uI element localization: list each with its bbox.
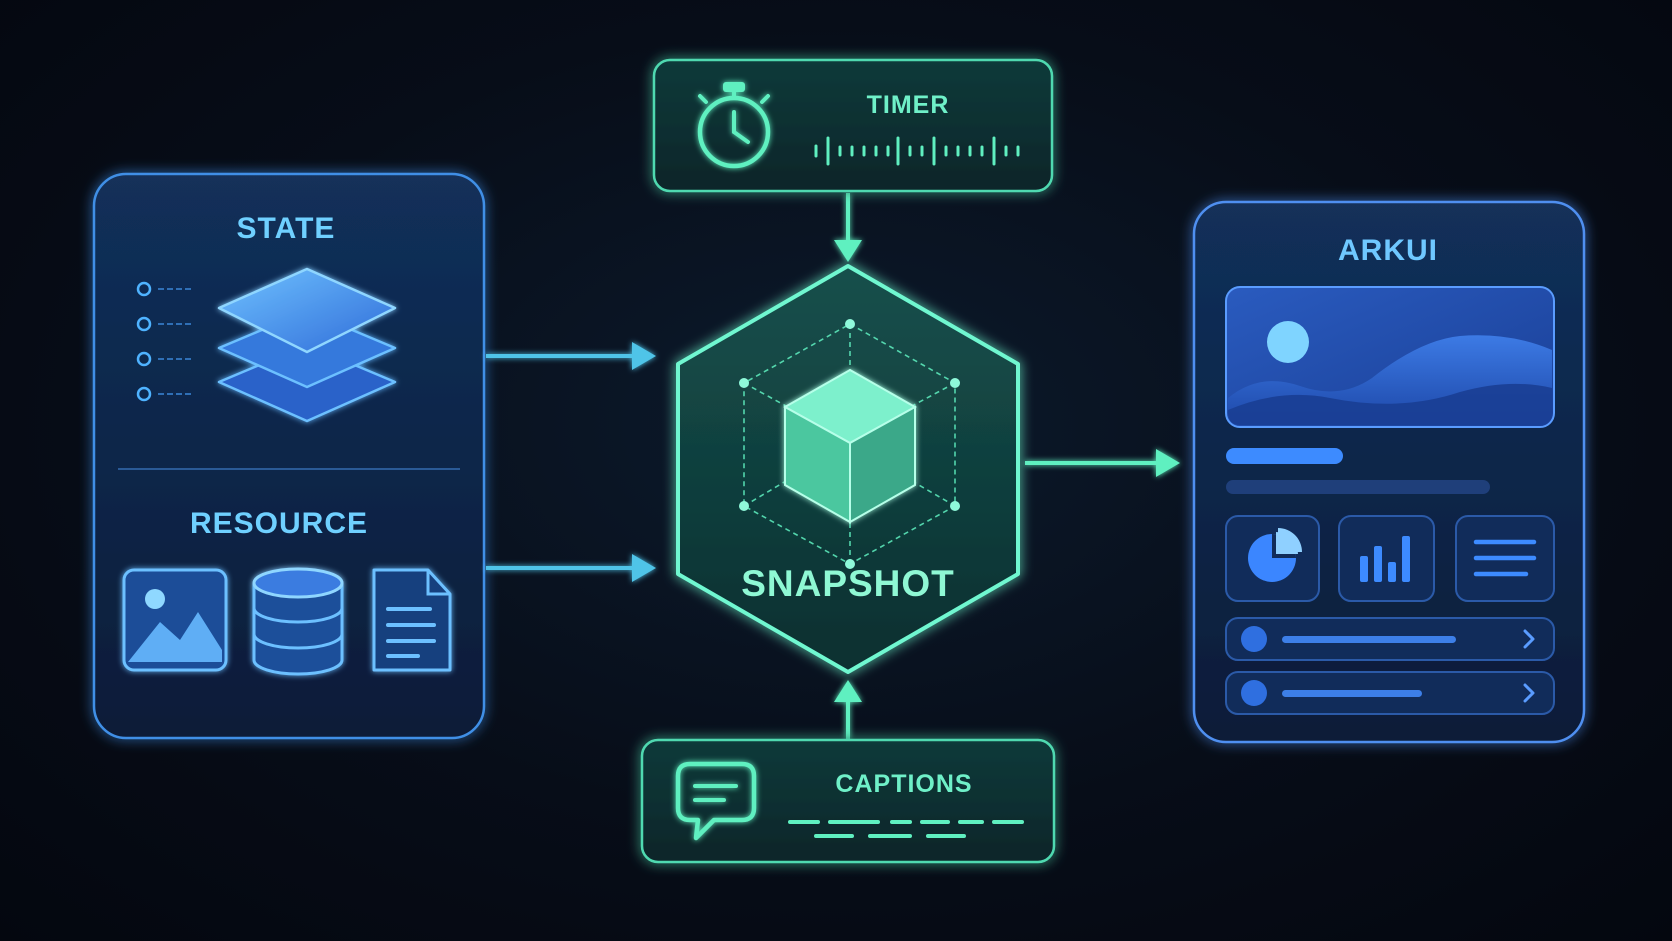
cube-icon [739,319,960,569]
list-row[interactable] [1225,671,1555,715]
state-resource-panel: STATE RESOURCE [92,172,486,740]
timer-waveform [814,136,1020,166]
timer-box: TIMER [652,58,1054,193]
text-placeholder-bar [1226,448,1343,464]
arrow-resource-to-snapshot [486,554,656,582]
text-lines-icon [1473,539,1537,577]
state-list [136,281,194,402]
text-placeholder-bar [1226,480,1490,494]
snapshot-title: SNAPSHOT [741,563,955,604]
pie-chart-icon [1248,528,1302,582]
speech-bubble-icon [675,761,757,841]
bar-chart-icon [1360,536,1410,582]
arkui-panel: ARKUI [1192,200,1586,744]
state-list-item [136,351,194,367]
state-list-item [136,386,194,402]
arrow-snapshot-to-arkui [1025,449,1180,477]
state-list-item [136,281,194,297]
arrow-state-to-snapshot [486,342,656,370]
stopwatch-icon [697,82,771,169]
hero-image [1225,286,1555,428]
image-icon [122,568,228,672]
chevron-right-icon [1523,629,1535,649]
text-list-tile[interactable] [1455,515,1555,602]
layers-icon [217,267,397,423]
snapshot-node: SNAPSHOT [676,264,1020,674]
arkui-title: ARKUI [1338,234,1438,267]
captions-box: CAPTIONS [640,738,1056,864]
state-list-item [136,316,194,332]
document-icon [372,568,452,672]
chevron-right-icon [1523,683,1535,703]
captions-title: CAPTIONS [835,770,972,798]
pie-chart-tile[interactable] [1225,515,1320,602]
arrow-timer-to-snapshot [834,193,862,262]
caption-lines [788,820,1024,838]
database-icon [252,567,344,676]
resource-title: RESOURCE [190,507,368,540]
list-row[interactable] [1225,617,1555,661]
state-title: STATE [237,212,336,245]
arrow-captions-to-snapshot [834,680,862,740]
bar-chart-tile[interactable] [1338,515,1435,602]
timer-title: TIMER [867,91,950,119]
